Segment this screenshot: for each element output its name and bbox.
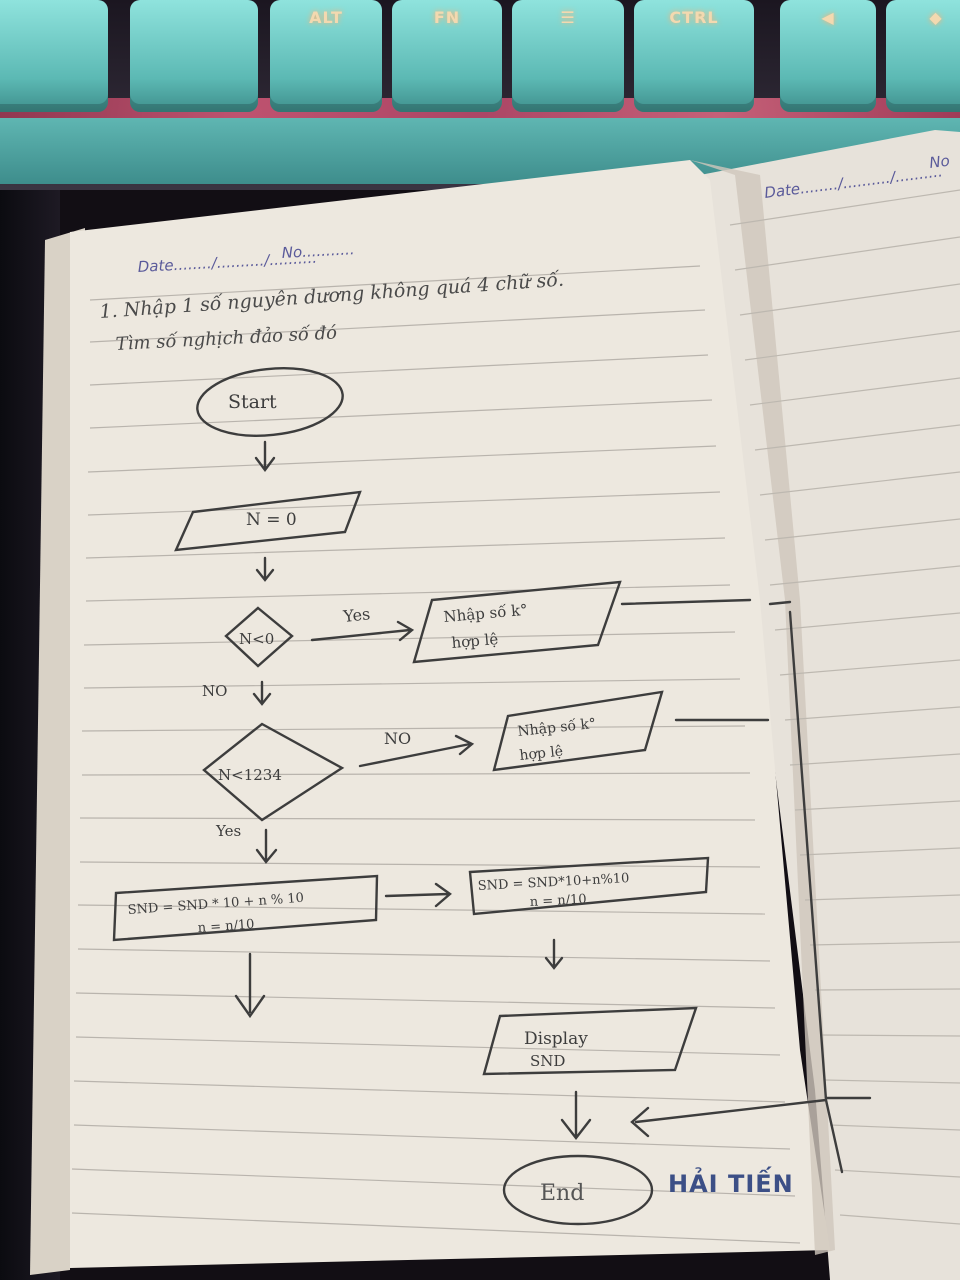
arrow-yes-1 bbox=[310, 620, 415, 642]
key-fn: FN bbox=[392, 0, 502, 112]
key-alt: ALT bbox=[270, 0, 382, 112]
key-arrow-right-label: ◆ bbox=[929, 8, 943, 27]
yes1-label: Yes bbox=[341, 604, 371, 626]
invalid1-line2: hợp lệ bbox=[451, 630, 499, 652]
connector-invalid1-right bbox=[620, 598, 752, 606]
arrow-no-2 bbox=[358, 734, 475, 768]
key-arrow-left: ◀ bbox=[780, 0, 876, 112]
flowchart bbox=[112, 367, 872, 1226]
ruled-lines-left bbox=[71, 265, 801, 1244]
process-box-2 bbox=[468, 856, 710, 916]
display-output bbox=[482, 1006, 698, 1076]
arrow-no-1 bbox=[252, 680, 272, 706]
arrow-start-input bbox=[254, 440, 276, 472]
display-line1: Display bbox=[524, 1029, 588, 1049]
process1-line2: n = n/10 bbox=[197, 917, 255, 936]
key-partial bbox=[130, 0, 258, 112]
key-menu-label: ☰ bbox=[560, 8, 576, 27]
input-label: N = 0 bbox=[246, 510, 297, 530]
decision-n-less-1234 bbox=[202, 722, 345, 822]
left-page-no-header: No........... bbox=[281, 240, 355, 262]
name-stamp: HẢI TIẾN bbox=[668, 1165, 794, 1198]
yes2-label: Yes bbox=[215, 822, 241, 840]
process2-line2: n = n/10 bbox=[529, 892, 587, 910]
arrow-process1-down bbox=[234, 952, 266, 1019]
arrow-process1-process2 bbox=[384, 882, 452, 908]
display-line2: SND bbox=[530, 1052, 565, 1070]
input-parallelogram bbox=[174, 490, 362, 552]
arrow-yes-2 bbox=[255, 828, 278, 864]
decision-n-less-0 bbox=[224, 606, 294, 668]
connector-join bbox=[768, 600, 792, 606]
spine-shadow bbox=[690, 160, 835, 1255]
invalid-output-1 bbox=[412, 580, 622, 664]
arrow-process2-display bbox=[544, 938, 564, 970]
key-partial bbox=[0, 0, 108, 112]
key-fn-label: FN bbox=[433, 8, 461, 27]
return-connector bbox=[630, 610, 844, 1174]
invalid2-line2: hợp lệ bbox=[519, 744, 564, 764]
key-ctrl: CTRL bbox=[634, 0, 754, 112]
cond2-label: N<1234 bbox=[218, 766, 282, 784]
invalid-output-2 bbox=[492, 690, 664, 772]
start-label: Start bbox=[228, 391, 277, 413]
key-arrow-left-label: ◀ bbox=[821, 8, 835, 27]
cond1-label: N<0 bbox=[239, 630, 274, 648]
no1-label: NO bbox=[202, 682, 227, 700]
left-page bbox=[70, 160, 830, 1268]
key-alt-label: ALT bbox=[309, 8, 343, 27]
no2-label: NO bbox=[384, 729, 411, 748]
keyboard: ALT FN ☰ CTRL ◀ ◆ bbox=[0, 0, 960, 190]
end-terminal bbox=[502, 1154, 654, 1226]
end-label: End bbox=[540, 1181, 584, 1206]
start-terminal bbox=[196, 367, 344, 437]
process-box-1 bbox=[112, 874, 379, 942]
arrow-display-end bbox=[560, 1090, 592, 1140]
key-menu: ☰ bbox=[512, 0, 624, 112]
key-ctrl-label: CTRL bbox=[669, 8, 719, 27]
ruled-lines-right bbox=[729, 189, 960, 1225]
right-page-no-header: No bbox=[928, 152, 950, 172]
key-arrow-right: ◆ bbox=[886, 0, 960, 112]
arrow-input-cond1 bbox=[255, 556, 275, 582]
